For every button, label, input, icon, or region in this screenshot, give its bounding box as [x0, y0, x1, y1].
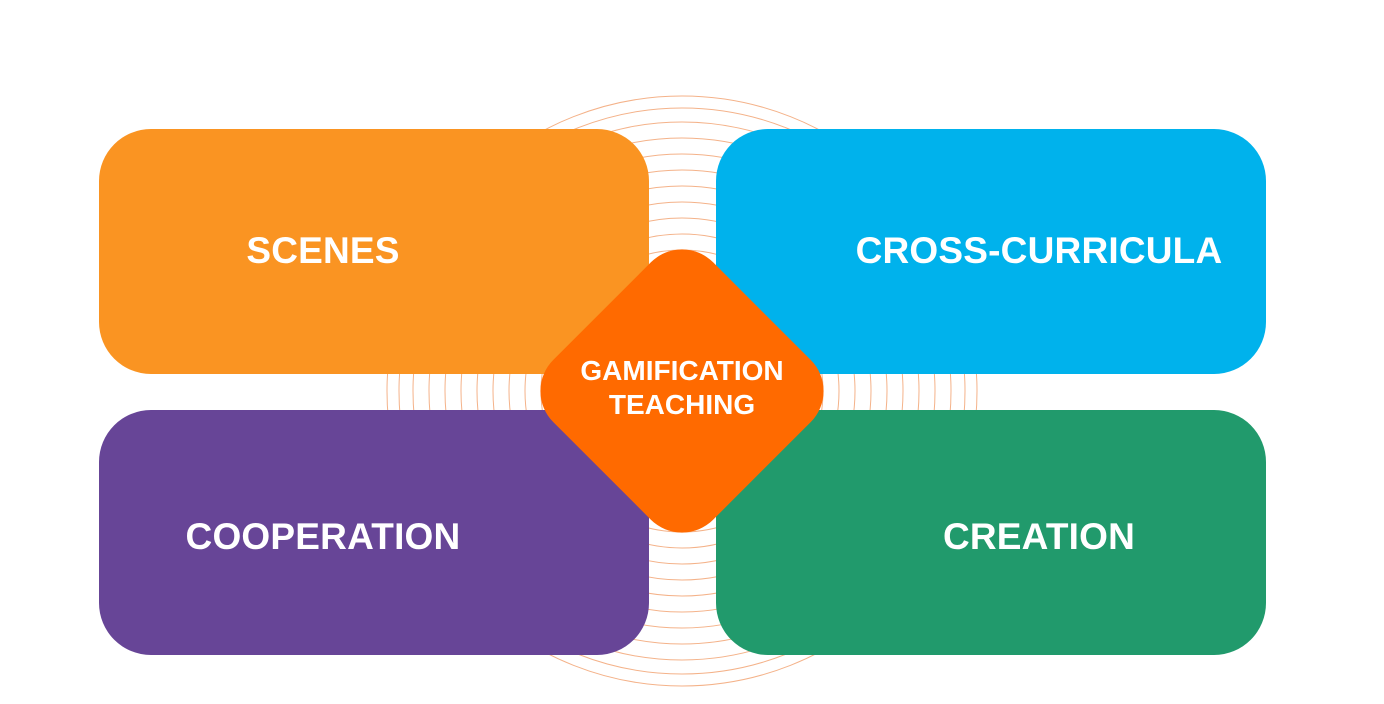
block-cross-curricula: CROSS-CURRICULA [716, 129, 1266, 374]
block-label-cooperation: COOPERATION [185, 515, 461, 557]
block-creation: CREATION [716, 410, 1266, 655]
block-label-creation: CREATION [942, 515, 1136, 557]
center-label-line2: TEACHING [608, 389, 756, 420]
block-cooperation: COOPERATION [99, 410, 649, 655]
center-label-line1: GAMIFICATION [580, 355, 784, 386]
block-scenes: SCENES [99, 129, 649, 374]
block-label-cross-curricula: CROSS-CURRICULA [855, 229, 1223, 271]
center-label: GAMIFICATION TEACHING [532, 354, 832, 422]
block-label-scenes: SCENES [246, 229, 400, 271]
